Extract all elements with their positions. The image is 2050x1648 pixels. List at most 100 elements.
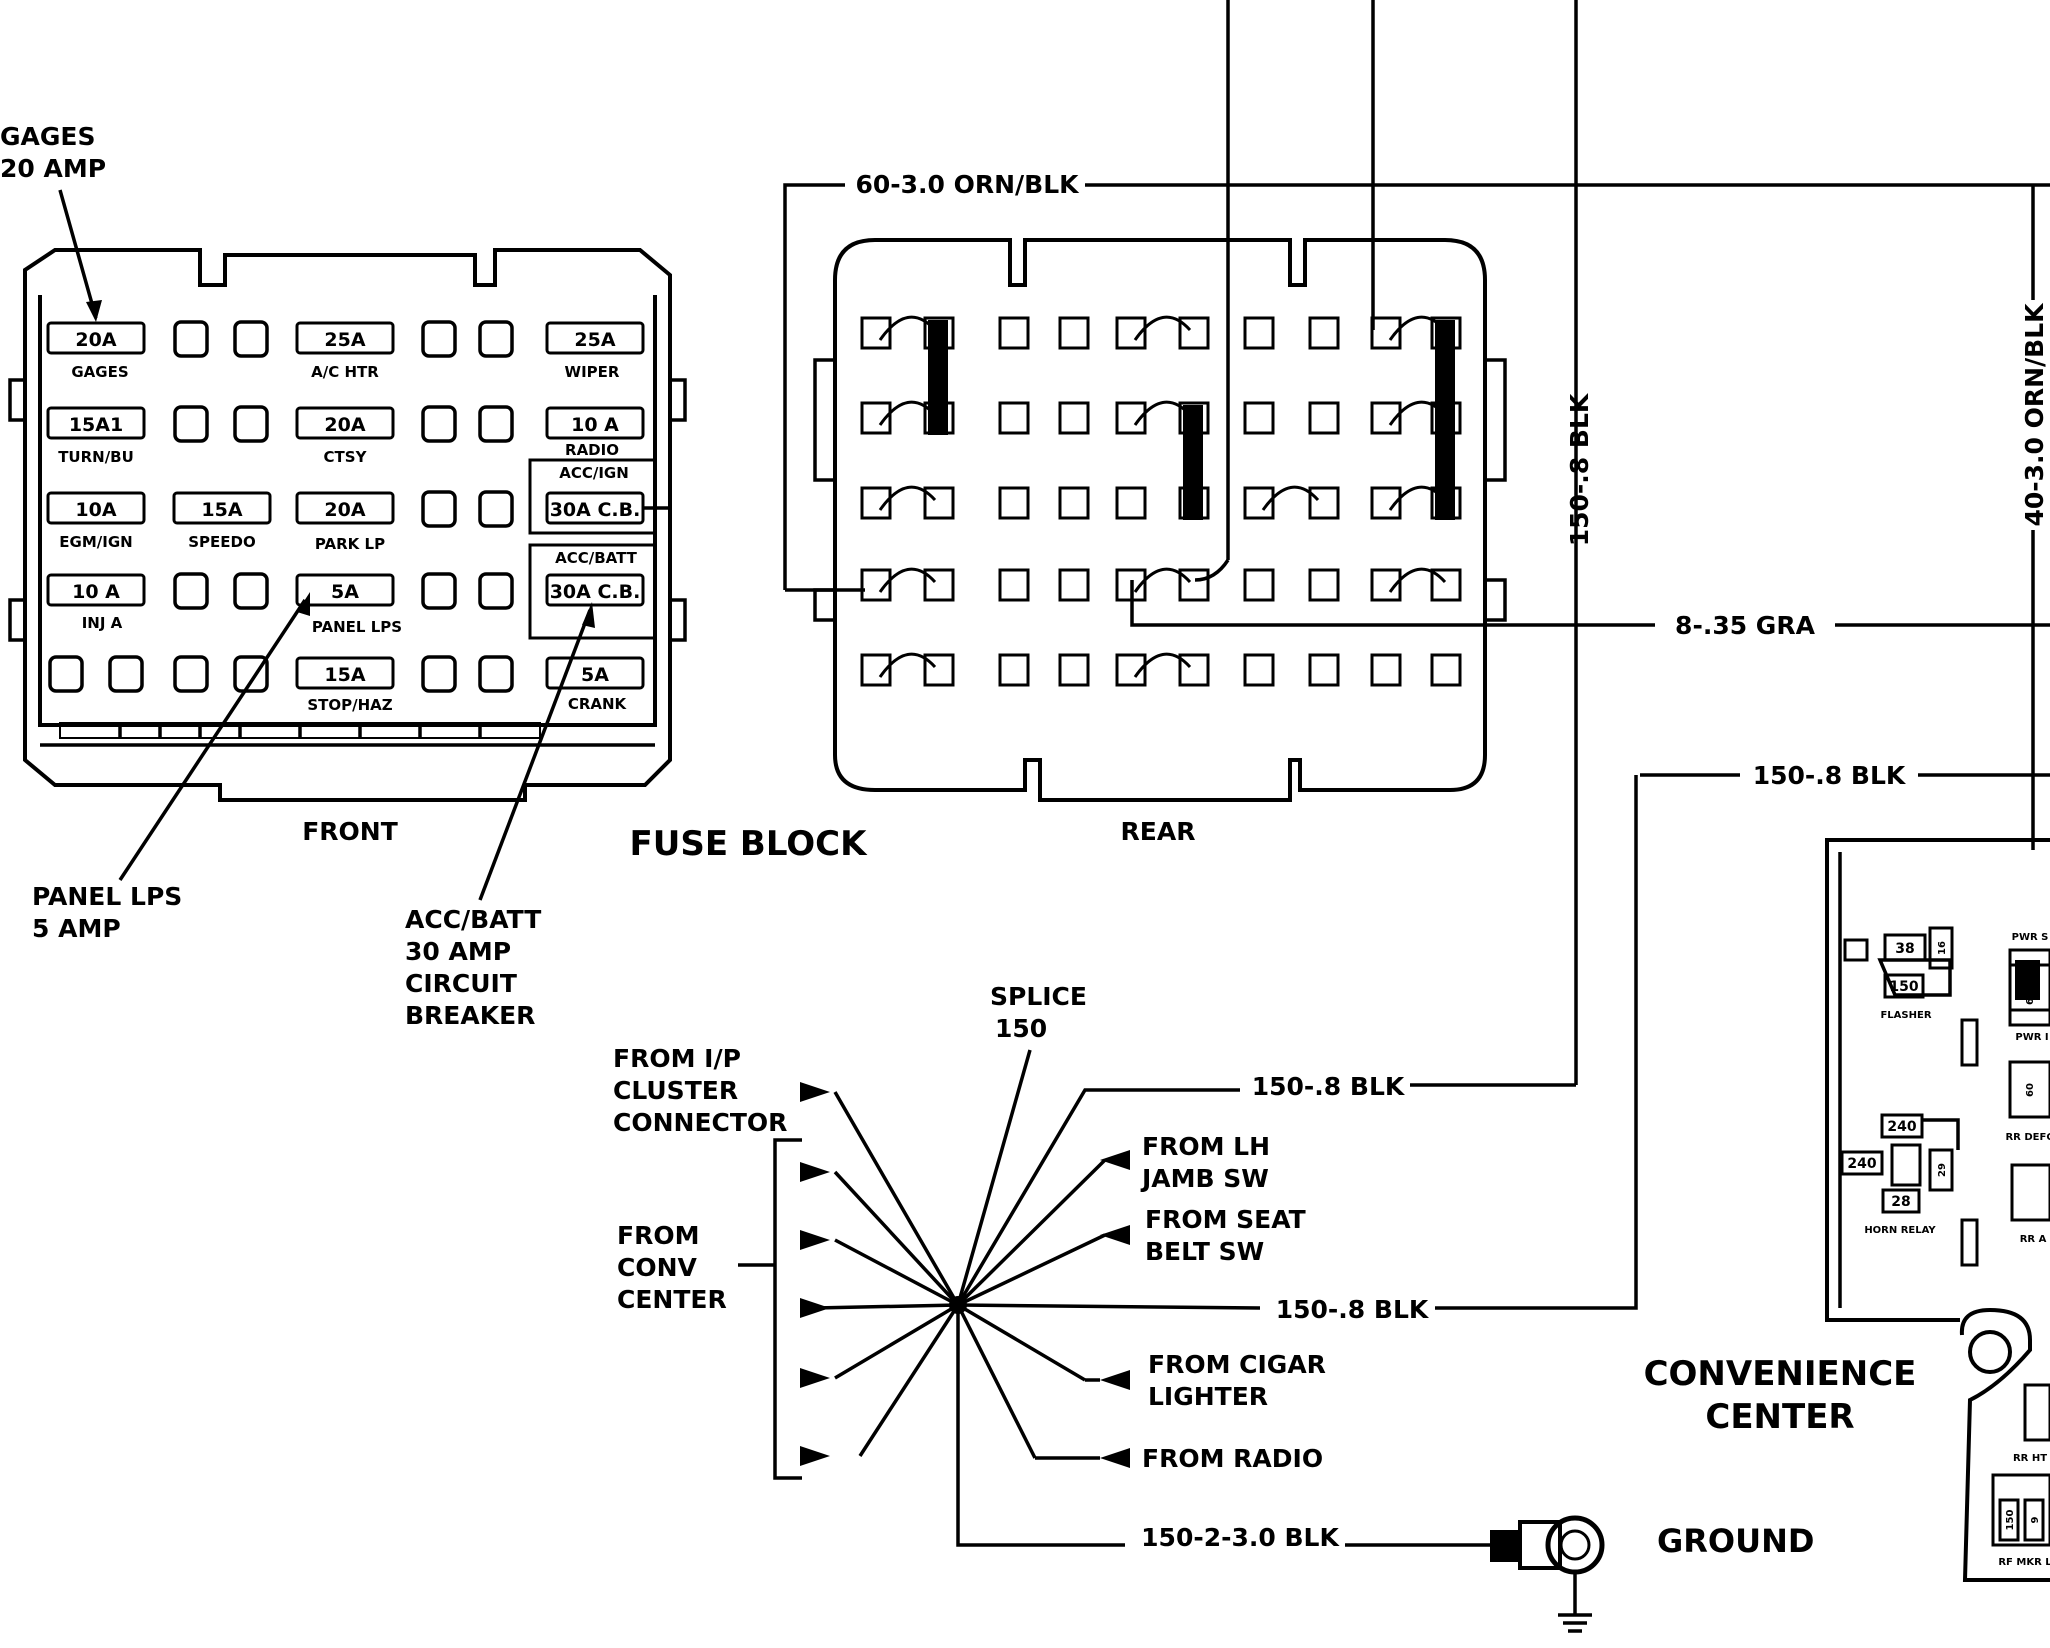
breaker-acc-batt: ACC/BATT 30A C.B. <box>528 543 657 640</box>
fuse-block-front: 20A GAGES 25A A/C HTR 25A WIPER 15A1 TUR… <box>8 248 687 846</box>
fuse-rating: 15A <box>201 499 242 521</box>
fuse-speedo: 15A SPEEDO <box>172 491 272 551</box>
cc-part-240-b: 240 <box>1840 1150 1884 1176</box>
cc-part-number: 28 <box>1891 1194 1910 1210</box>
fuse-name: INJ A <box>82 614 123 632</box>
splice-150: SPLICE 150 <box>613 982 1500 1547</box>
callout-line: BREAKER <box>405 1001 535 1030</box>
rear-label: REAR <box>1121 817 1196 846</box>
fuse-name: RADIO <box>565 441 619 459</box>
breaker-rating: 30A C.B. <box>550 581 641 603</box>
callout-line: 30 AMP <box>405 937 511 966</box>
fuse-rating: 10A <box>75 499 116 521</box>
wire-label: 150-2-3.0 BLK <box>1141 1523 1340 1552</box>
callout-line: CIRCUIT <box>405 969 517 998</box>
breaker-rating: 30A C.B. <box>550 499 641 521</box>
fuse-rating: 5A <box>581 664 609 686</box>
fuse-rating: 20A <box>324 414 365 436</box>
splice-wire-bundle <box>814 1088 1500 1547</box>
breaker-name: ACC/IGN <box>559 464 629 482</box>
callout-line: ACC/BATT <box>405 905 541 934</box>
fuse-rating: 25A <box>574 329 615 351</box>
cc-part-number: 38 <box>1895 941 1914 957</box>
cc-label: PWR S <box>2012 932 2049 943</box>
fuse-name: GAGES <box>71 363 128 381</box>
wire-label: 150-.8 BLK <box>1565 392 1594 546</box>
cc-part-28-horn: 28 HORN RELAY <box>1864 1188 1936 1236</box>
rear-cavities <box>998 316 1462 687</box>
from-cigar-line: LIGHTER <box>1148 1382 1268 1411</box>
fuse-ctsy: 20A CTSY <box>295 406 395 466</box>
fuse-panel-lps: 5A PANEL LPS <box>295 573 402 636</box>
fuse-name: PANEL LPS <box>312 618 402 636</box>
splice-label: SPLICE <box>990 982 1087 1011</box>
callout-line: GAGES <box>0 122 95 151</box>
callout-gages: GAGES 20 AMP <box>0 122 106 322</box>
cc-part-29: 29 <box>1928 1148 1954 1192</box>
cc-part-number: 60 <box>2025 1083 2036 1097</box>
fuse-wiper: 25A WIPER <box>545 321 645 381</box>
rear-terminal-pairs <box>860 315 1462 687</box>
fuse-block-rear: REAR <box>813 238 1507 846</box>
connector-arrows <box>800 1082 1130 1468</box>
fuse-name: A/C HTR <box>311 363 379 381</box>
cc-label: RF MKR L <box>1998 1557 2050 1568</box>
fuse-name: EGM/IGN <box>59 533 132 551</box>
wire-label: 150-.8 BLK <box>1753 761 1907 790</box>
fuse-name: CRANK <box>568 695 628 713</box>
cc-part-60-c: 60 RR DEFG <box>2005 1060 2050 1143</box>
cc-part-number: 150 <box>1889 979 1918 995</box>
from-ip-line: FROM I/P <box>613 1044 741 1073</box>
front-bottom-slots <box>59 722 541 739</box>
from-conv-line: CENTER <box>617 1285 727 1314</box>
fuse-name: SPEEDO <box>188 533 256 551</box>
cc-part-150-flasher: 150 FLASHER <box>1880 973 1932 1021</box>
front-side-tabs <box>8 378 687 642</box>
cc-part-number: 16 <box>1937 941 1948 955</box>
fuse-egm-ign: 10A EGM/IGN <box>46 491 146 551</box>
callout-line: PANEL LPS <box>32 882 182 911</box>
from-seat-line: BELT SW <box>1145 1237 1264 1266</box>
wire-label: 60-3.0 ORN/BLK <box>855 170 1080 199</box>
from-seat-line: FROM SEAT <box>1145 1205 1306 1234</box>
convenience-center-title: CONVENIENCE <box>1644 1354 1917 1394</box>
fuse-name: PARK LP <box>315 535 385 553</box>
from-ip-line: CLUSTER <box>613 1076 738 1105</box>
cc-label: RR DEFG <box>2005 1132 2050 1143</box>
rear-bus-bars <box>928 320 1455 520</box>
ground-terminal: GROUND <box>1490 1515 1814 1633</box>
fuse-inj-a: 10 A INJ A <box>46 573 146 632</box>
cc-part-38: 38 <box>1877 933 1952 997</box>
fuse-rating: 20A <box>75 329 116 351</box>
cc-part-number: 60 <box>2025 991 2036 1005</box>
callout-line: 5 AMP <box>32 914 121 943</box>
fuse-block-title: FUSE BLOCK <box>630 824 869 864</box>
wiring <box>783 0 2050 1310</box>
fuse-name: CTSY <box>324 448 368 466</box>
callout-line: 20 AMP <box>0 154 106 183</box>
wire-label: 150-.8 BLK <box>1252 1072 1406 1101</box>
breaker-acc-ign: ACC/IGN 30A C.B. <box>528 458 670 535</box>
convenience-center-title: CENTER <box>1705 1397 1854 1437</box>
cc-label: RR HT <box>2013 1453 2047 1464</box>
fuse-rating: 20A <box>324 499 365 521</box>
front-empty-cavities <box>48 320 514 693</box>
fuse-rating: 15A1 <box>69 414 123 436</box>
fuse-rating: 10 A <box>72 581 120 603</box>
cc-part-60-b: 60 PWR I <box>2008 963 2050 1043</box>
fuse-name: WIPER <box>565 363 620 381</box>
splice-label: 150 <box>995 1014 1047 1043</box>
cc-part-rr-a: RR A <box>2010 1163 2050 1245</box>
front-label: FRONT <box>302 817 398 846</box>
cc-part-number: 9 <box>2030 1516 2041 1523</box>
fuse-turn-bu: 15A1 TURN/BU <box>46 406 146 466</box>
wire-label: 150-.8 BLK <box>1276 1295 1430 1324</box>
cc-label: PWR I <box>2015 1032 2048 1043</box>
cc-part-number: 240 <box>1887 1119 1916 1135</box>
fuse-radio: 10 A RADIO <box>545 406 645 459</box>
fuse-crank: 5A CRANK <box>545 656 645 713</box>
from-cigar-line: FROM CIGAR <box>1148 1350 1326 1379</box>
from-conv-line: CONV <box>617 1253 698 1282</box>
fuse-name: STOP/HAZ <box>307 696 392 714</box>
fuse-gages: 20A GAGES <box>46 321 146 381</box>
